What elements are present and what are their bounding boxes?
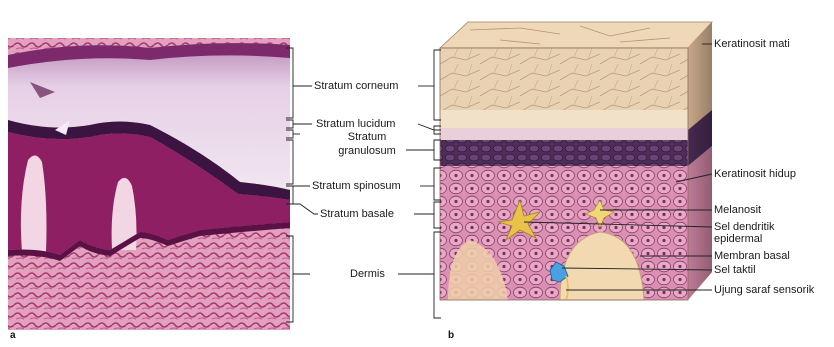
- label-keratinosit-mati: Keratinosit mati: [714, 38, 790, 50]
- label-stratum-granulosum-line1: Stratum: [332, 131, 402, 143]
- label-stratum-basale: Stratum basale: [320, 208, 394, 220]
- histology-micrograph: [8, 38, 290, 330]
- label-stratum-lucidum: Stratum lucidum: [316, 118, 395, 130]
- label-sel-taktil: Sel taktil: [714, 264, 756, 276]
- label-membran-basal: Membran basal: [714, 250, 790, 262]
- label-melanosit: Melanosit: [714, 204, 761, 216]
- skin-block-illustration: [440, 22, 712, 300]
- label-stratum-granulosum-line2: granulosum: [332, 145, 402, 157]
- panel-letter-b: b: [448, 330, 454, 341]
- label-stratum-spinosum: Stratum spinosum: [312, 180, 401, 192]
- panel-b-brackets: [398, 50, 441, 318]
- label-dermis: Dermis: [350, 268, 385, 280]
- label-sel-dendritik-line1: Sel dendritik: [714, 221, 775, 233]
- panel-letter-a: a: [10, 330, 16, 341]
- label-keratinosit-hidup: Keratinosit hidup: [714, 168, 796, 180]
- label-sel-dendritik-line2: epidermal: [714, 233, 762, 245]
- label-ujung-saraf-sensorik: Ujung saraf sensorik: [714, 284, 814, 296]
- label-stratum-corneum: Stratum corneum: [314, 80, 398, 92]
